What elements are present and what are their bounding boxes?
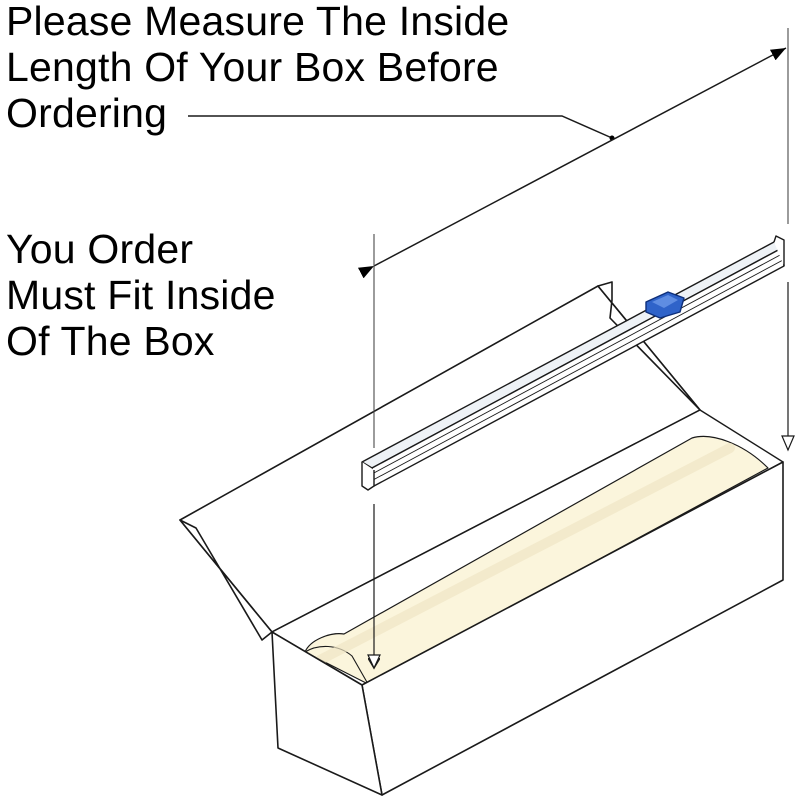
fit-line-3: Of The Box xyxy=(6,318,215,364)
rail-groove xyxy=(371,253,783,475)
paper-roll xyxy=(304,435,769,685)
left-insert-arrowhead-icon xyxy=(367,654,381,670)
box-body xyxy=(271,461,784,796)
blue-slider-cutter-icon xyxy=(645,291,685,319)
roll-highlight xyxy=(315,443,735,665)
lid-tuck-flap xyxy=(597,281,701,411)
measure-line-1: Please Measure The Inside xyxy=(6,0,510,44)
fit-instruction: You Order Must Fit Inside Of The Box xyxy=(6,226,306,364)
roll-end xyxy=(304,645,369,685)
right-insert-arrowhead-icon xyxy=(781,435,795,452)
measure-instruction: Please Measure The Inside Length Of Your… xyxy=(6,0,566,136)
roll-body xyxy=(304,435,769,685)
box-end-side xyxy=(271,631,383,796)
rail-end-cap xyxy=(361,462,375,491)
lid-front-flap xyxy=(179,519,273,641)
fit-line-2: Must Fit Inside xyxy=(6,272,276,318)
measure-line-2: Length Of Your Box Before xyxy=(6,44,499,90)
measure-line-3: Ordering xyxy=(6,90,168,136)
fit-line-1: You Order xyxy=(6,226,194,272)
rail-groove-lower xyxy=(372,259,784,481)
length-measure-arrow xyxy=(357,47,787,279)
